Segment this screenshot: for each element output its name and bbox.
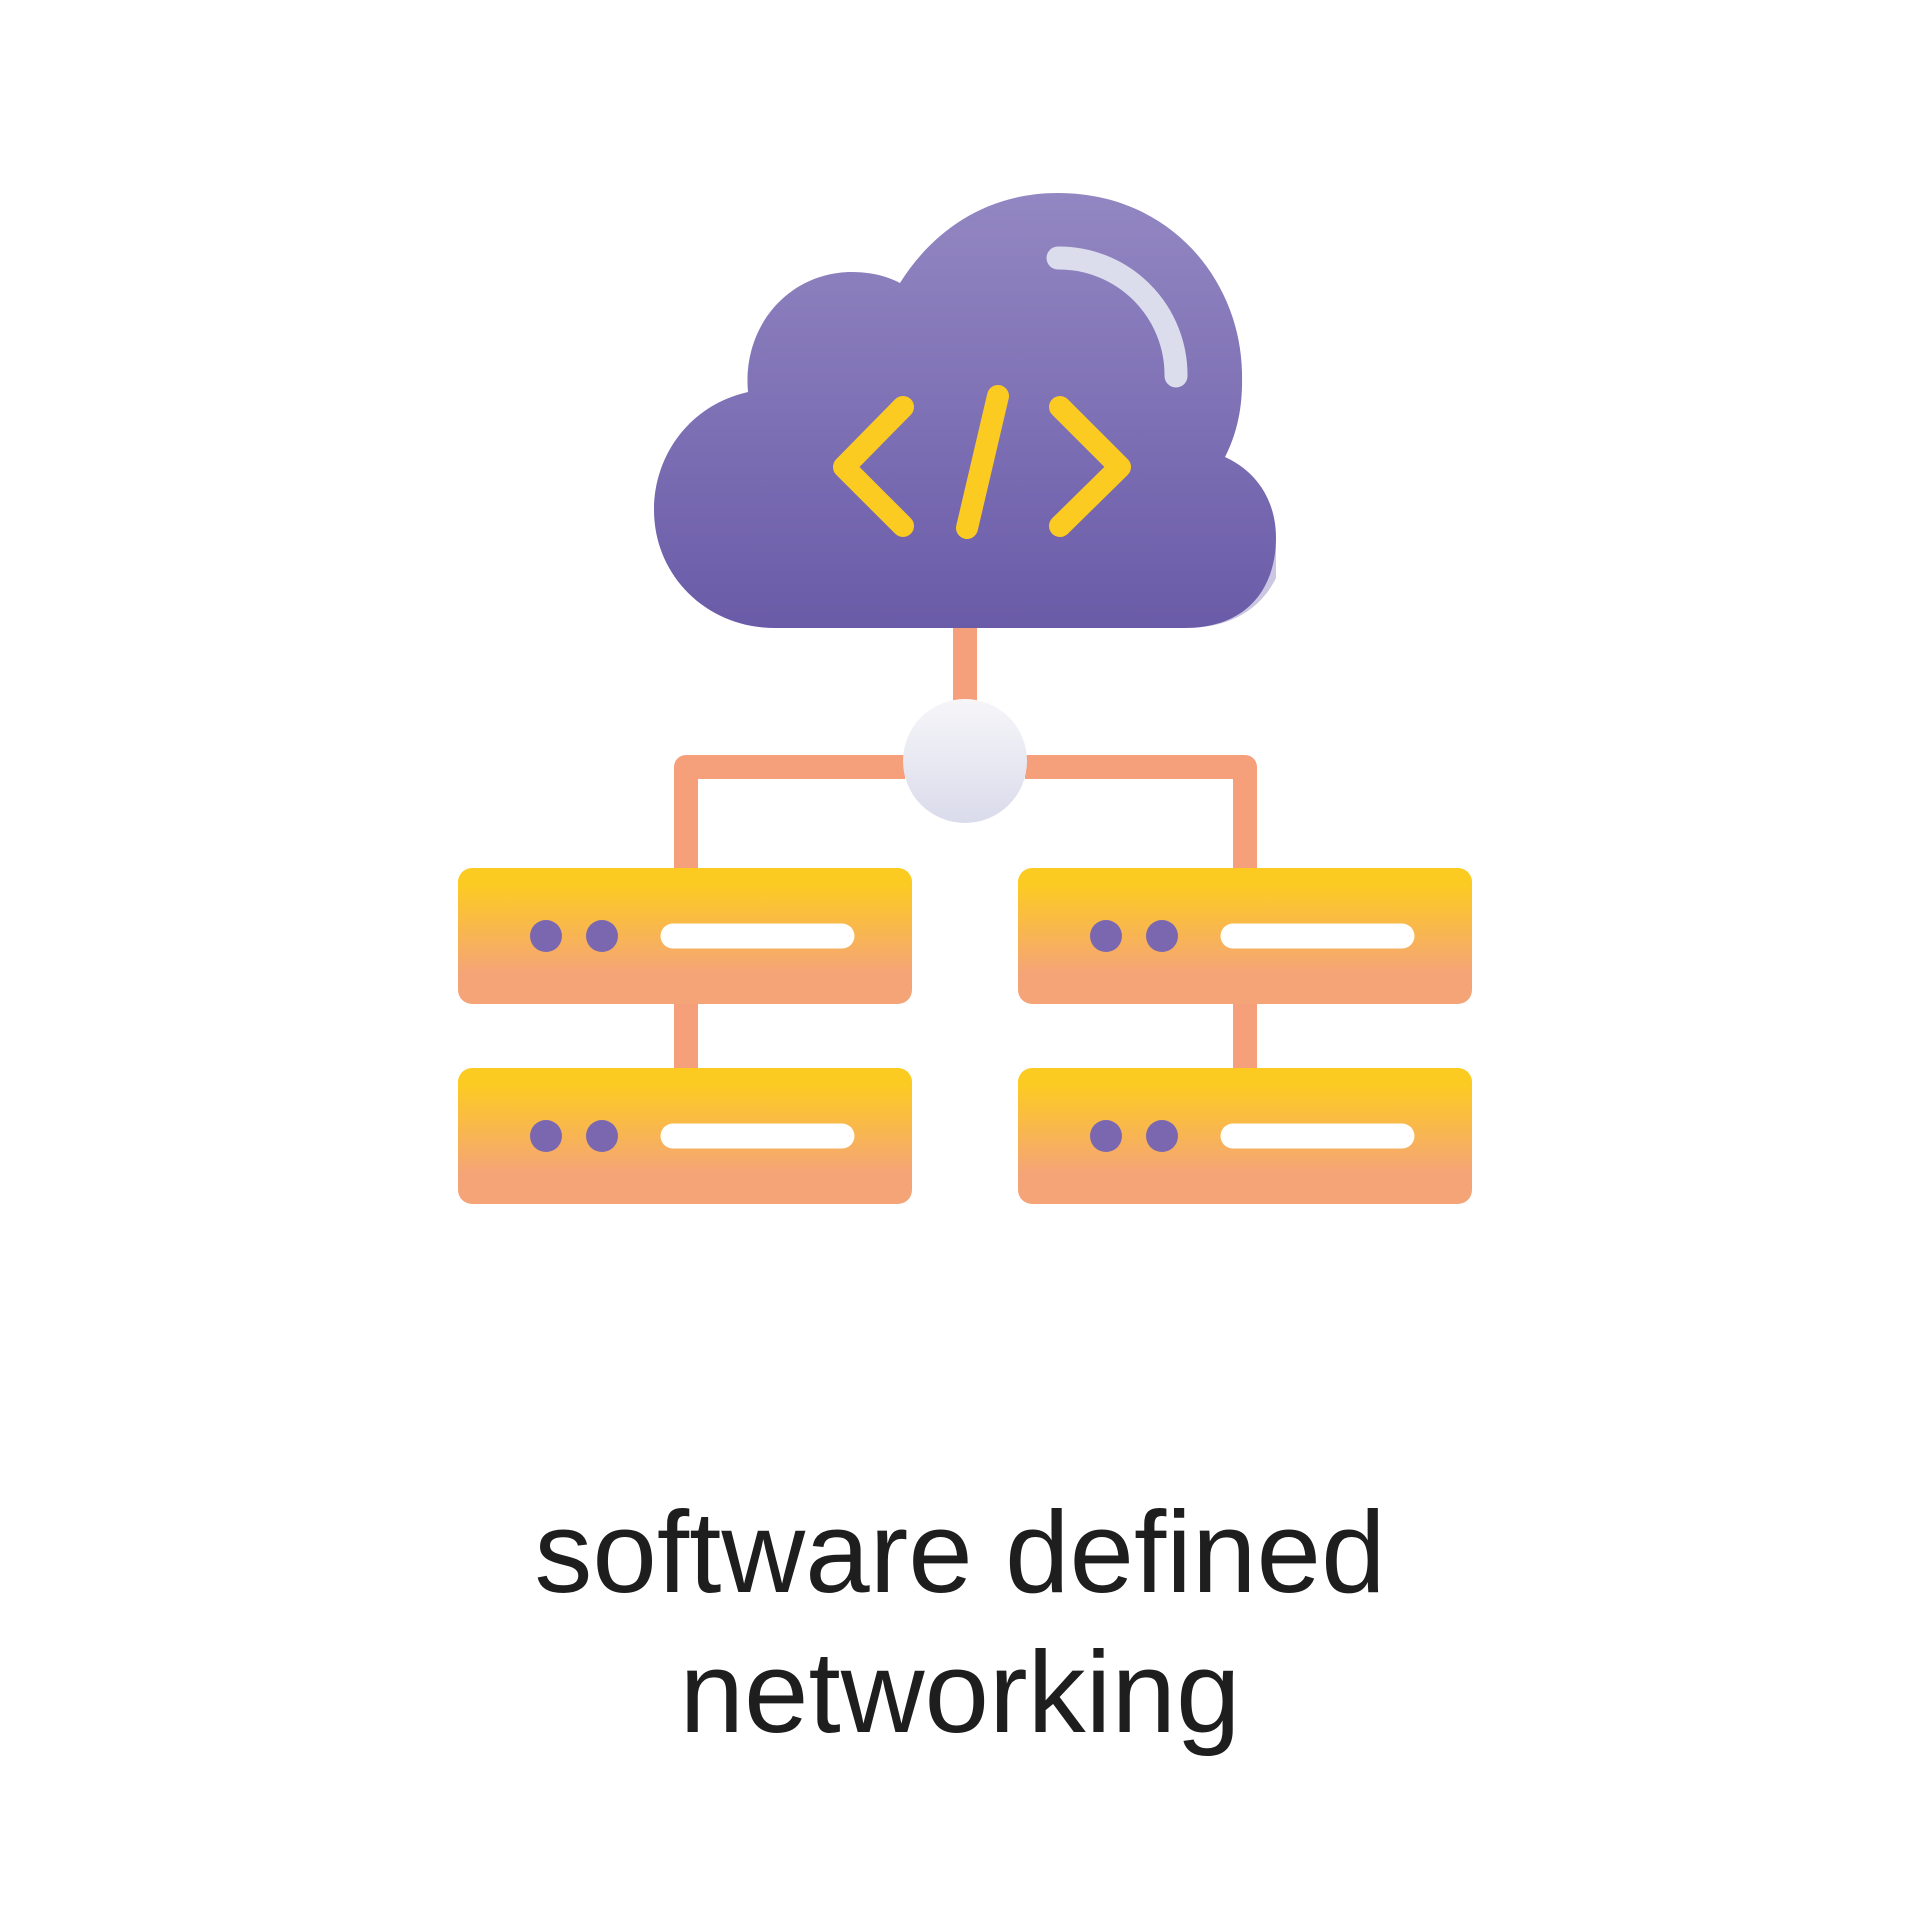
server-status-dot <box>1090 920 1122 952</box>
hub-to-right-branch-line <box>1025 755 1257 880</box>
code-brackets-icon <box>833 385 1131 539</box>
server-rack-top-left <box>458 868 912 1004</box>
code-left-bracket <box>833 396 914 537</box>
server-status-dot <box>1146 920 1178 952</box>
caption: software defined networking <box>0 1482 1920 1762</box>
server-rack-bottom-left <box>458 1068 912 1204</box>
code-slash <box>956 385 1009 539</box>
server-status-dot <box>530 1120 562 1152</box>
software-defined-networking-illustration <box>458 193 1472 1204</box>
cloud-shape <box>654 193 1276 628</box>
server-status-dot <box>1090 1120 1122 1152</box>
network-hub-icon <box>903 699 1027 823</box>
server-status-dot <box>586 1120 618 1152</box>
server-status-dot <box>1146 1120 1178 1152</box>
server-rack-top-right <box>1018 868 1472 1004</box>
caption-line-2: networking <box>679 1627 1241 1757</box>
network-connectors <box>674 625 1257 1080</box>
server-rack-bottom-right <box>1018 1068 1472 1204</box>
caption-line-1: software defined <box>534 1487 1386 1617</box>
hub-to-left-branch-line <box>674 755 905 880</box>
server-status-dot <box>530 920 562 952</box>
cloud-highlight-arc <box>1046 246 1188 388</box>
code-right-bracket <box>1049 396 1131 537</box>
cloud-code-icon <box>654 193 1276 628</box>
server-status-dot <box>586 920 618 952</box>
